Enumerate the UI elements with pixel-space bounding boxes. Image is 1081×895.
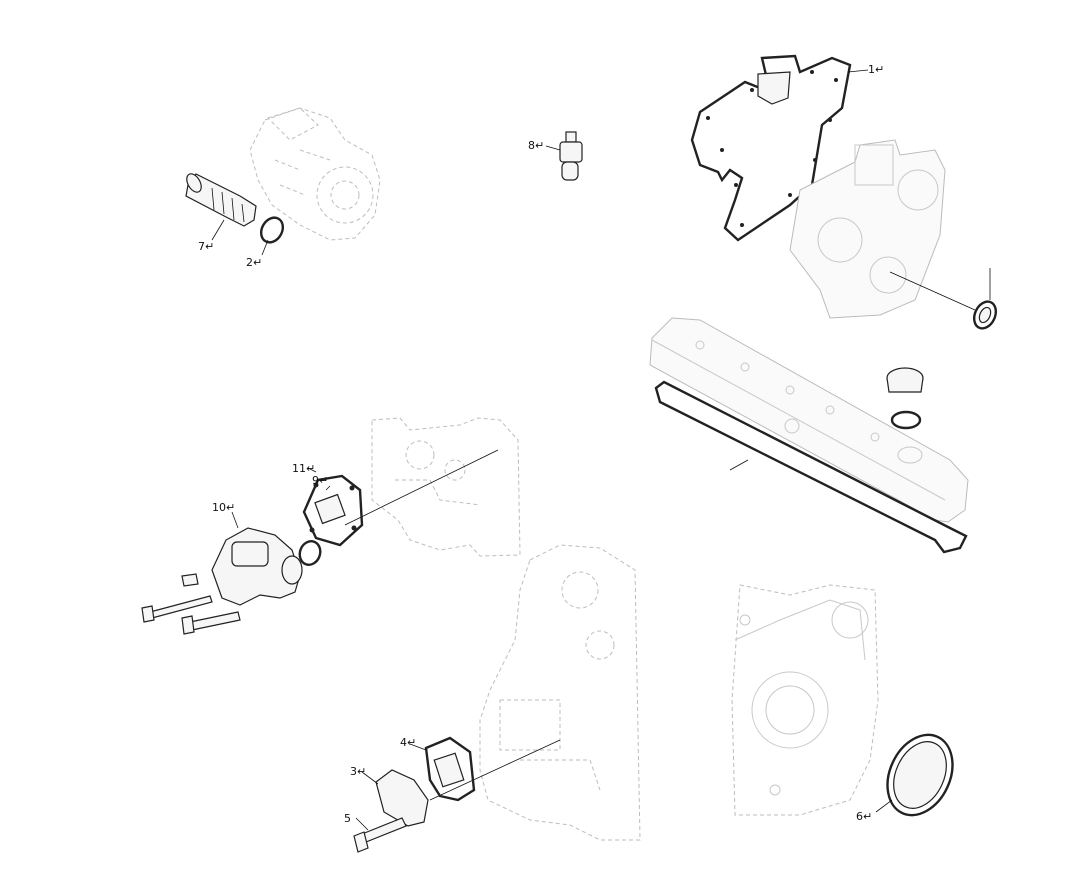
timing-cover-light (789, 139, 946, 319)
rear-crankshaft-seal-6 (886, 733, 954, 817)
timing-cover-gasket-1 (690, 54, 852, 242)
thermostat-o-ring (298, 540, 322, 566)
cover-gasket-4 (424, 736, 476, 802)
valve-cover (649, 317, 969, 523)
engine-block-ghost-lower (479, 544, 641, 841)
flywheel-housing-ghost (731, 584, 879, 816)
callout-7: 7↵ (198, 240, 214, 253)
thermostat-housing-10 (211, 527, 303, 606)
front-oil-seal (972, 300, 998, 330)
callout-10: 10↵ (212, 501, 235, 514)
callout-9: 9↵ (312, 474, 328, 487)
pressure-sensor-7 (185, 173, 257, 227)
injection-pump-ghost (249, 107, 381, 241)
callout-3: 3↵ (350, 765, 366, 778)
thermostat-gasket-9 (302, 474, 364, 547)
callout-2: 2↵ (246, 256, 262, 269)
callout-1: 1↵ (868, 63, 884, 76)
callout-8: 8↵ (528, 139, 544, 152)
callout-4: 4↵ (400, 736, 416, 749)
callout-11: 11↵ (292, 462, 315, 475)
callout-6: 6↵ (856, 810, 872, 823)
callout-5: 5 (344, 812, 351, 825)
sensor-8 (559, 131, 583, 181)
engine-block-ghost-upper (371, 417, 521, 557)
valve-cover-gasket (654, 380, 968, 554)
oil-filler-cap (886, 367, 924, 430)
bolt-5 (353, 817, 407, 853)
cover-plate-3 (375, 769, 429, 827)
housing-bolts (141, 573, 241, 635)
o-ring-2 (259, 216, 285, 244)
